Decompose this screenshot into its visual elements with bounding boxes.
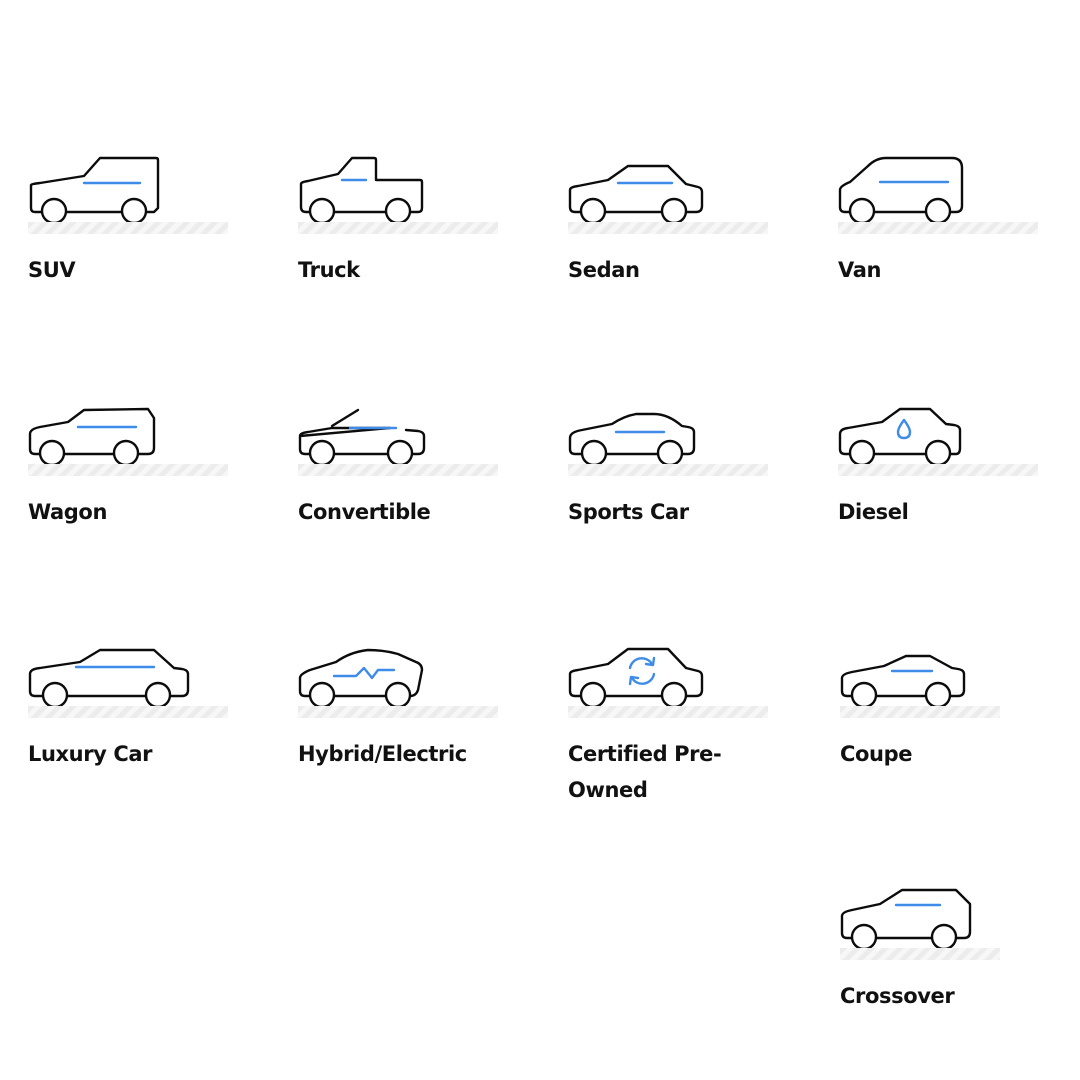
vehicle-type-sports-car[interactable]: Sports Car — [568, 392, 768, 524]
vehicle-type-hybrid-electric[interactable]: Hybrid/Electric — [298, 634, 498, 766]
vehicle-illustration — [298, 634, 498, 718]
vehicle-illustration — [298, 150, 498, 234]
ground-shadow — [568, 222, 768, 234]
vehicle-illustration — [838, 392, 1038, 476]
ground-shadow — [28, 706, 228, 718]
sedan-icon — [568, 164, 704, 225]
wagon-icon — [28, 407, 156, 467]
ground-shadow — [28, 464, 228, 476]
vehicle-type-suv[interactable]: SUV — [28, 150, 228, 282]
vehicle-illustration — [28, 150, 228, 234]
ground-shadow — [840, 948, 1000, 960]
van-icon — [838, 156, 964, 225]
vehicle-illustration — [28, 634, 228, 718]
vehicle-type-label: Van — [838, 258, 882, 282]
crossover-icon — [840, 888, 972, 951]
ground-shadow — [568, 464, 768, 476]
ground-shadow — [298, 464, 498, 476]
vehicle-type-wagon[interactable]: Wagon — [28, 392, 228, 524]
vehicle-type-van[interactable]: Van — [838, 150, 1038, 282]
vehicle-type-label: Truck — [298, 258, 360, 282]
vehicle-type-luxury-car[interactable]: Luxury Car — [28, 634, 228, 766]
suv-icon — [29, 156, 160, 225]
vehicle-type-label: Crossover — [840, 984, 955, 1008]
vehicle-illustration — [568, 634, 768, 718]
ground-shadow — [838, 464, 1038, 476]
diesel-icon — [838, 407, 962, 467]
luxury-car-icon — [28, 648, 190, 709]
vehicle-type-label: Coupe — [840, 742, 913, 766]
vehicle-type-convertible[interactable]: Convertible — [298, 392, 498, 524]
vehicle-type-label: Convertible — [298, 500, 431, 524]
vehicle-illustration — [28, 392, 228, 476]
ground-shadow — [298, 222, 498, 234]
vehicle-illustration — [298, 392, 498, 476]
vehicle-type-label: Wagon — [28, 500, 107, 524]
vehicle-type-label: Hybrid/Electric — [298, 742, 467, 766]
vehicle-illustration — [840, 876, 1040, 960]
vehicle-type-sedan[interactable]: Sedan — [568, 150, 768, 282]
truck-icon — [299, 156, 424, 225]
vehicle-type-label: Sedan — [568, 258, 640, 282]
vehicle-type-truck[interactable]: Truck — [298, 150, 498, 282]
vehicle-type-diesel[interactable]: Diesel — [838, 392, 1038, 524]
ground-shadow — [840, 706, 1000, 718]
vehicle-type-label: SUV — [28, 258, 76, 282]
ground-shadow — [568, 706, 768, 718]
vehicle-illustration — [840, 634, 1040, 718]
convertible-icon — [298, 408, 426, 467]
ground-shadow — [298, 706, 498, 718]
vehicle-illustration — [838, 150, 1038, 234]
hybrid-electric-icon — [298, 648, 424, 709]
vehicle-illustration — [568, 392, 768, 476]
vehicle-type-label: Luxury Car — [28, 742, 153, 766]
vehicle-illustration — [568, 150, 768, 234]
certified-pre-owned-icon — [568, 647, 704, 709]
ground-shadow — [838, 222, 1038, 234]
vehicle-type-crossover[interactable]: Crossover — [840, 876, 1040, 1008]
vehicle-type-label: Certified Pre-Owned — [568, 742, 722, 802]
vehicle-type-coupe[interactable]: Coupe — [840, 634, 1040, 766]
vehicle-type-label: Sports Car — [568, 500, 689, 524]
vehicle-type-certified-pre-owned[interactable]: Certified Pre-Owned — [568, 634, 768, 802]
coupe-icon — [840, 654, 966, 709]
ground-shadow — [28, 222, 228, 234]
vehicle-type-label: Diesel — [838, 500, 909, 524]
sports-car-icon — [568, 412, 696, 467]
